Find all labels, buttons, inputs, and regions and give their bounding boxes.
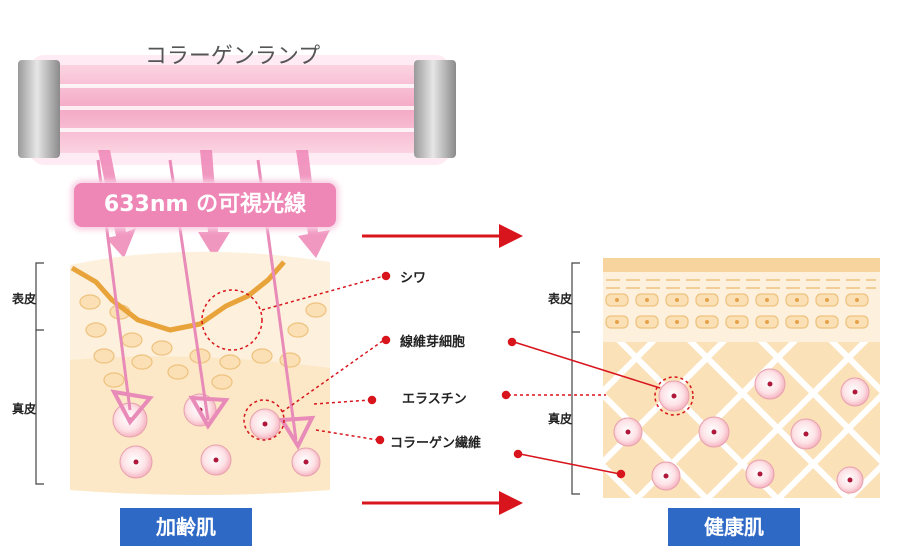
- callout-wrinkle: シワ: [400, 271, 427, 286]
- healthy-skin: [603, 258, 880, 498]
- wrinkle-line: [70, 260, 286, 333]
- healthy-skin-label: 健康肌: [668, 508, 800, 546]
- aged-skin: [70, 159, 330, 495]
- lamp-title: コラーゲンランプ: [144, 44, 321, 69]
- transition-arrows: [362, 224, 523, 515]
- aged-layer-brackets: [35, 262, 44, 485]
- wrinkle-circle: [201, 289, 263, 351]
- aged-skin-label: 加齢肌: [120, 508, 252, 546]
- lamp-cap-right: [414, 60, 456, 158]
- lamp-cap-left: [18, 60, 60, 158]
- aged-epidermis-label: 表皮: [12, 292, 37, 306]
- callout-fibroblast: 線維芽細胞: [400, 335, 466, 350]
- lamp-tube: [18, 55, 456, 165]
- aged-dermis-label: 真皮: [12, 402, 37, 416]
- callout-collagen: コラーゲン繊維: [390, 436, 482, 451]
- callout-connectors: [261, 271, 661, 479]
- healthy-fibroblast-circle: [654, 376, 694, 416]
- callout-elastin: エラスチン: [402, 392, 467, 407]
- aged-fibroblast-circle: [243, 399, 285, 441]
- healthy-dermis-label: 真皮: [548, 412, 573, 426]
- healthy-epidermis-label: 表皮: [548, 292, 573, 306]
- healthy-layer-brackets: [571, 262, 580, 495]
- light-band-label: 633nm の可視光線: [74, 183, 336, 227]
